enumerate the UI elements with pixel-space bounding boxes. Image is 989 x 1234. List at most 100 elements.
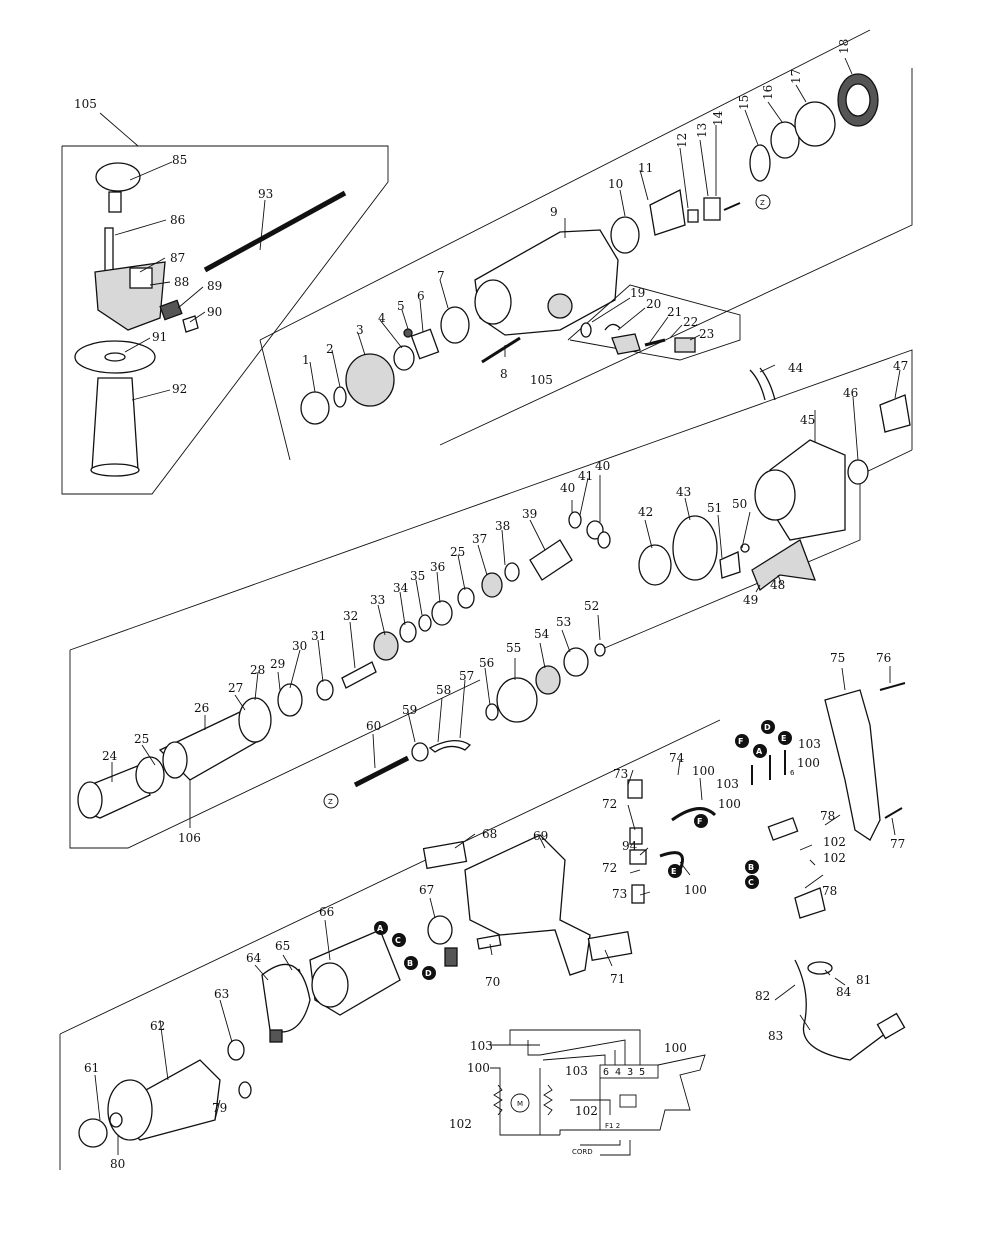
lower-panel (59, 719, 721, 1170)
svg-text:B: B (407, 959, 413, 968)
part-15-label: 15 (737, 95, 751, 110)
callout-d: D (422, 966, 436, 980)
part-84-label: 84 (836, 985, 852, 999)
part-103a-label: 103 (716, 777, 739, 791)
part-1-label: 1 (302, 353, 310, 367)
part-60-label: 60 (366, 719, 381, 733)
part-33-label: 33 (370, 593, 385, 607)
part-9-label: 9 (550, 205, 558, 219)
part-54-label: 54 (534, 627, 550, 641)
part-18-label: 18 (837, 39, 851, 54)
part-86-label: 86 (170, 213, 185, 227)
part-49-label: 49 (743, 593, 758, 607)
part-82-label: 82 (755, 989, 770, 1003)
part-28-label: 28 (250, 663, 265, 677)
part-25b-label: 25 (450, 545, 465, 559)
barrel-assembly (77, 511, 611, 819)
part-92-label: 92 (172, 382, 187, 396)
part-50-label: 50 (732, 497, 747, 511)
svg-text:C: C (395, 936, 401, 945)
svg-text:A: A (756, 747, 763, 756)
part-71-label: 71 (610, 972, 625, 986)
part-6-label: 6 (417, 289, 425, 303)
wiring-diagram (490, 1029, 706, 1156)
part-79-label: 79 (212, 1101, 227, 1115)
chuck-front-group (300, 306, 521, 425)
motor-housing-group (638, 367, 911, 592)
part-78a-label: 78 (820, 809, 835, 823)
wiring-102-left: 102 (449, 1117, 472, 1131)
part-72b-label: 72 (602, 861, 617, 875)
part-4-label: 4 (378, 311, 386, 325)
part-26-label: 26 (194, 701, 209, 715)
part-51-label: 51 (707, 501, 722, 515)
wiring-labels: 103 100 103 100 102 102 6 4 3 5 M CORD F… (449, 769, 795, 1156)
part-102a-label: 102 (823, 835, 846, 849)
callout-e-1: E (778, 731, 792, 745)
selector-group (567, 284, 741, 361)
part-41-label: 41 (578, 469, 593, 483)
svg-text:Z: Z (328, 798, 333, 806)
svg-text:E: E (671, 867, 676, 876)
part-72a-label: 72 (602, 797, 617, 811)
part-13-label: 13 (695, 123, 709, 138)
part-62-label: 62 (150, 1019, 165, 1033)
part-64-label: 64 (246, 951, 262, 965)
callout-z-1: Z (755, 194, 771, 210)
accessory-panel (61, 112, 389, 495)
svg-text:D: D (425, 969, 432, 978)
part-91-label: 91 (152, 330, 167, 344)
part-57-label: 57 (459, 669, 474, 683)
rear-handle-group (767, 682, 906, 1061)
part-69-label: 69 (533, 829, 548, 843)
wiring-103-mid: 103 (565, 1064, 588, 1078)
part-43-label: 43 (676, 485, 691, 499)
part-80-label: 80 (110, 1157, 125, 1171)
part-68-label: 68 (482, 827, 497, 841)
part-25a-label: 25 (134, 732, 149, 746)
part-73a-label: 73 (613, 767, 628, 781)
part-56-label: 56 (479, 656, 494, 670)
part-29-label: 29 (270, 657, 285, 671)
gear-housing (474, 73, 879, 336)
part-70-label: 70 (485, 975, 500, 989)
part-100b-label: 100 (718, 797, 741, 811)
part-58-label: 58 (436, 683, 451, 697)
part-35-label: 35 (410, 569, 425, 583)
part-76-label: 76 (876, 651, 891, 665)
part-87-label: 87 (170, 251, 185, 265)
part-2-label: 2 (326, 342, 334, 356)
part-102b-label: 102 (823, 851, 846, 865)
part-94-label: 94 (622, 839, 638, 853)
callout-d-2: D (761, 720, 775, 734)
part-73b-label: 73 (612, 887, 627, 901)
part-38-label: 38 (495, 519, 510, 533)
stator-armature-group (78, 915, 458, 1148)
part-55-label: 55 (506, 641, 521, 655)
wiring-extra: 6 (790, 769, 795, 777)
part-8-label: 8 (500, 367, 508, 381)
part-labels: 105 85 93 86 87 88 89 90 91 92 1 2 3 4 5… (74, 39, 908, 1171)
part-74-label: 74 (669, 751, 685, 765)
wiring-100-left: 100 (467, 1061, 490, 1075)
part-31-label: 31 (311, 629, 326, 643)
wiring-terminals: 6 4 3 5 (603, 1067, 645, 1078)
part-83-label: 83 (768, 1029, 783, 1043)
svg-text:Z: Z (760, 199, 765, 207)
part-40a-label: 40 (560, 481, 575, 495)
svg-text:F: F (697, 817, 702, 826)
svg-text:B: B (748, 863, 754, 872)
svg-text:D: D (764, 723, 771, 732)
part-90-label: 90 (207, 305, 222, 319)
part-81-label: 81 (856, 973, 871, 987)
part-93-label: 93 (258, 187, 273, 201)
part-40b-label: 40 (595, 459, 610, 473)
part-103b-label: 103 (798, 737, 821, 751)
callout-b: B (404, 956, 418, 970)
callout-c-2: C (745, 875, 759, 889)
part-100d-label: 100 (684, 883, 707, 897)
svg-text:F: F (738, 737, 743, 746)
part-85-label: 85 (172, 153, 187, 167)
wiring-100-right: 100 (664, 1041, 687, 1055)
side-handle-assembly (74, 162, 347, 477)
